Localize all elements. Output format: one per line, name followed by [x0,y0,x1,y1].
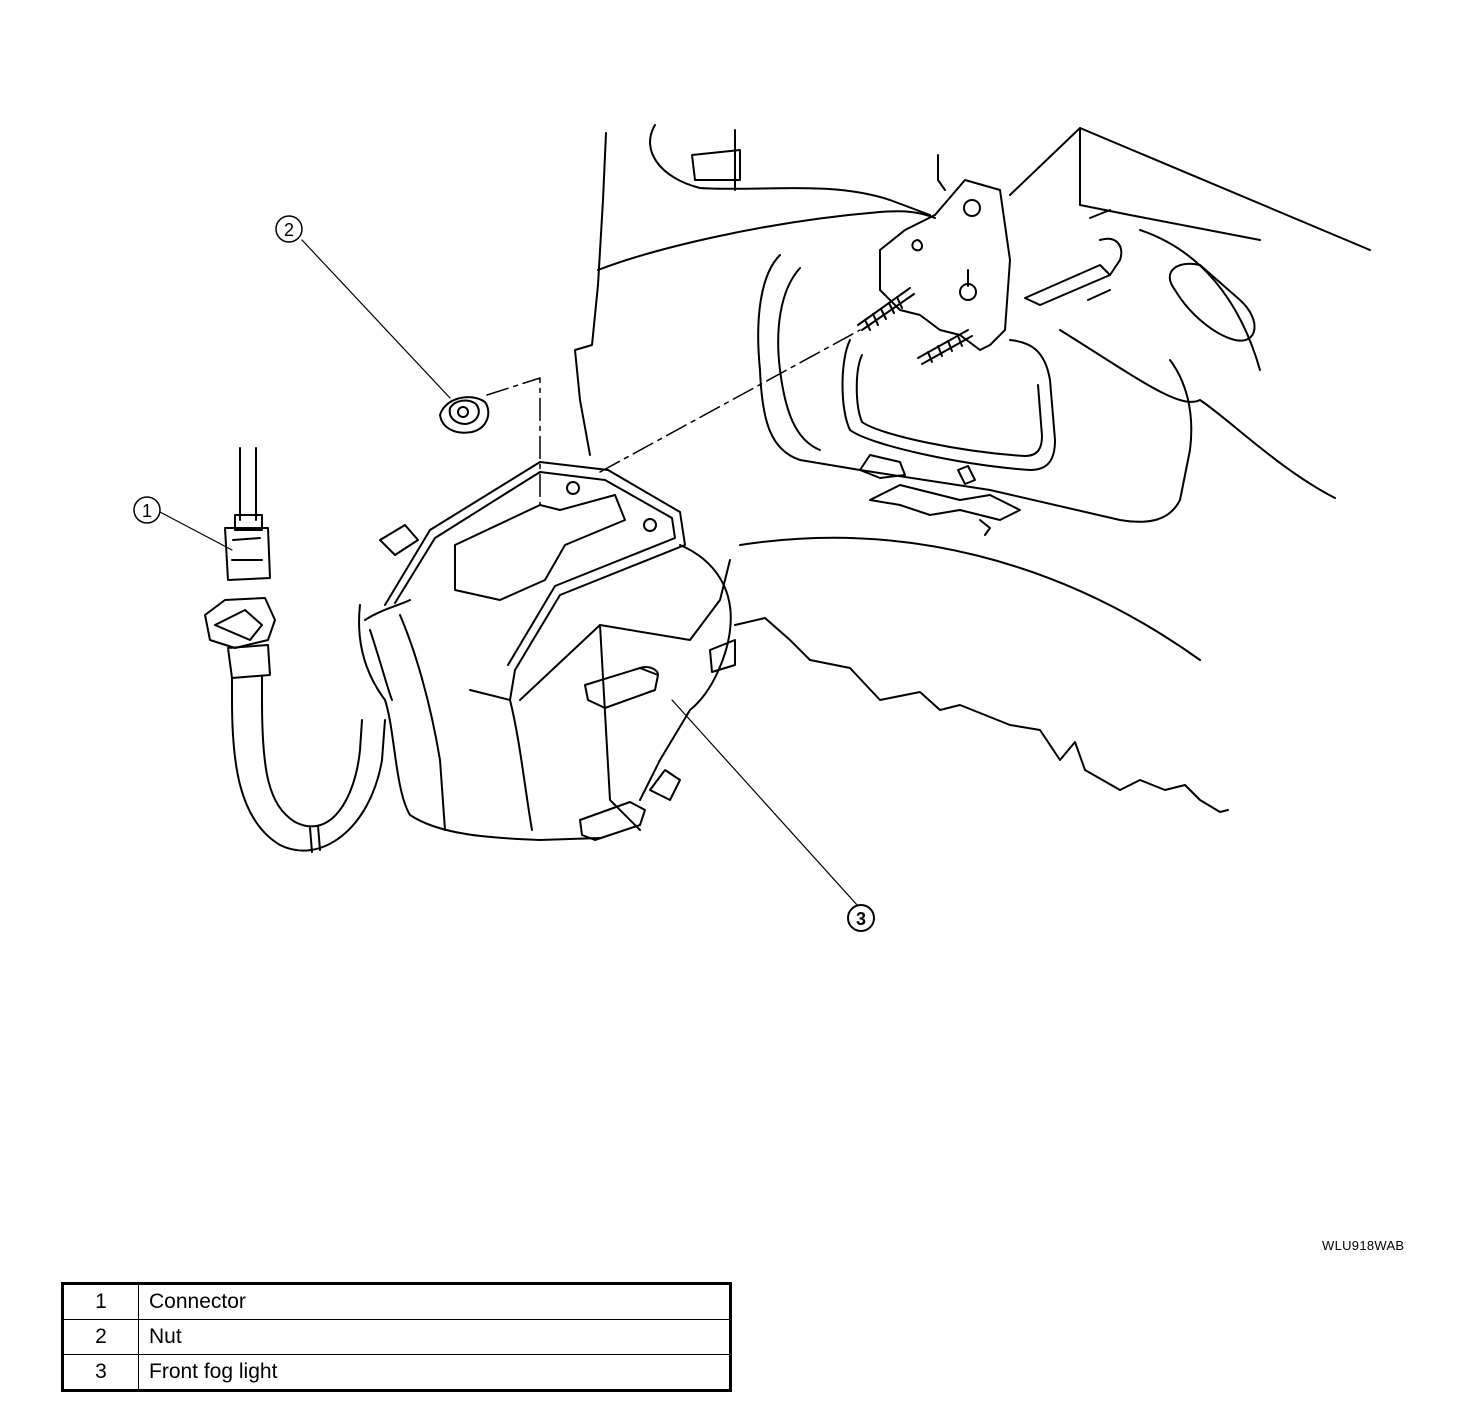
nut [439,396,490,434]
legend-table: 1 Connector 2 Nut 3 Front fog light [61,1282,732,1392]
legend-description: Connector [138,1283,731,1320]
legend-row: 1 Connector [62,1283,731,1320]
legend-number: 2 [62,1319,139,1355]
legend-number: 3 [62,1354,139,1391]
legend-row: 2 Nut [62,1319,731,1355]
alignment-lines [486,329,861,506]
callout-leaders [159,239,859,907]
callout-2-number: 2 [284,220,294,240]
legend-number: 1 [62,1283,139,1320]
callout-3: 3 [847,904,875,932]
legend-description: Front fog light [138,1354,731,1391]
figure-code: WLU918WAB [1322,1238,1405,1253]
front-fog-light [358,461,736,841]
callout-1: 1 [133,496,161,524]
mounting-bracket [757,179,1193,536]
callout-3-number: 3 [856,909,866,929]
connector [204,447,386,853]
legend-row: 3 Front fog light [62,1354,731,1391]
callout-1-number: 1 [142,501,152,521]
callout-2: 2 [275,215,303,243]
fog-light-removal-diagram: 1 2 3 [133,124,1371,932]
vehicle-body [574,124,1371,813]
legend-description: Nut [138,1319,731,1355]
